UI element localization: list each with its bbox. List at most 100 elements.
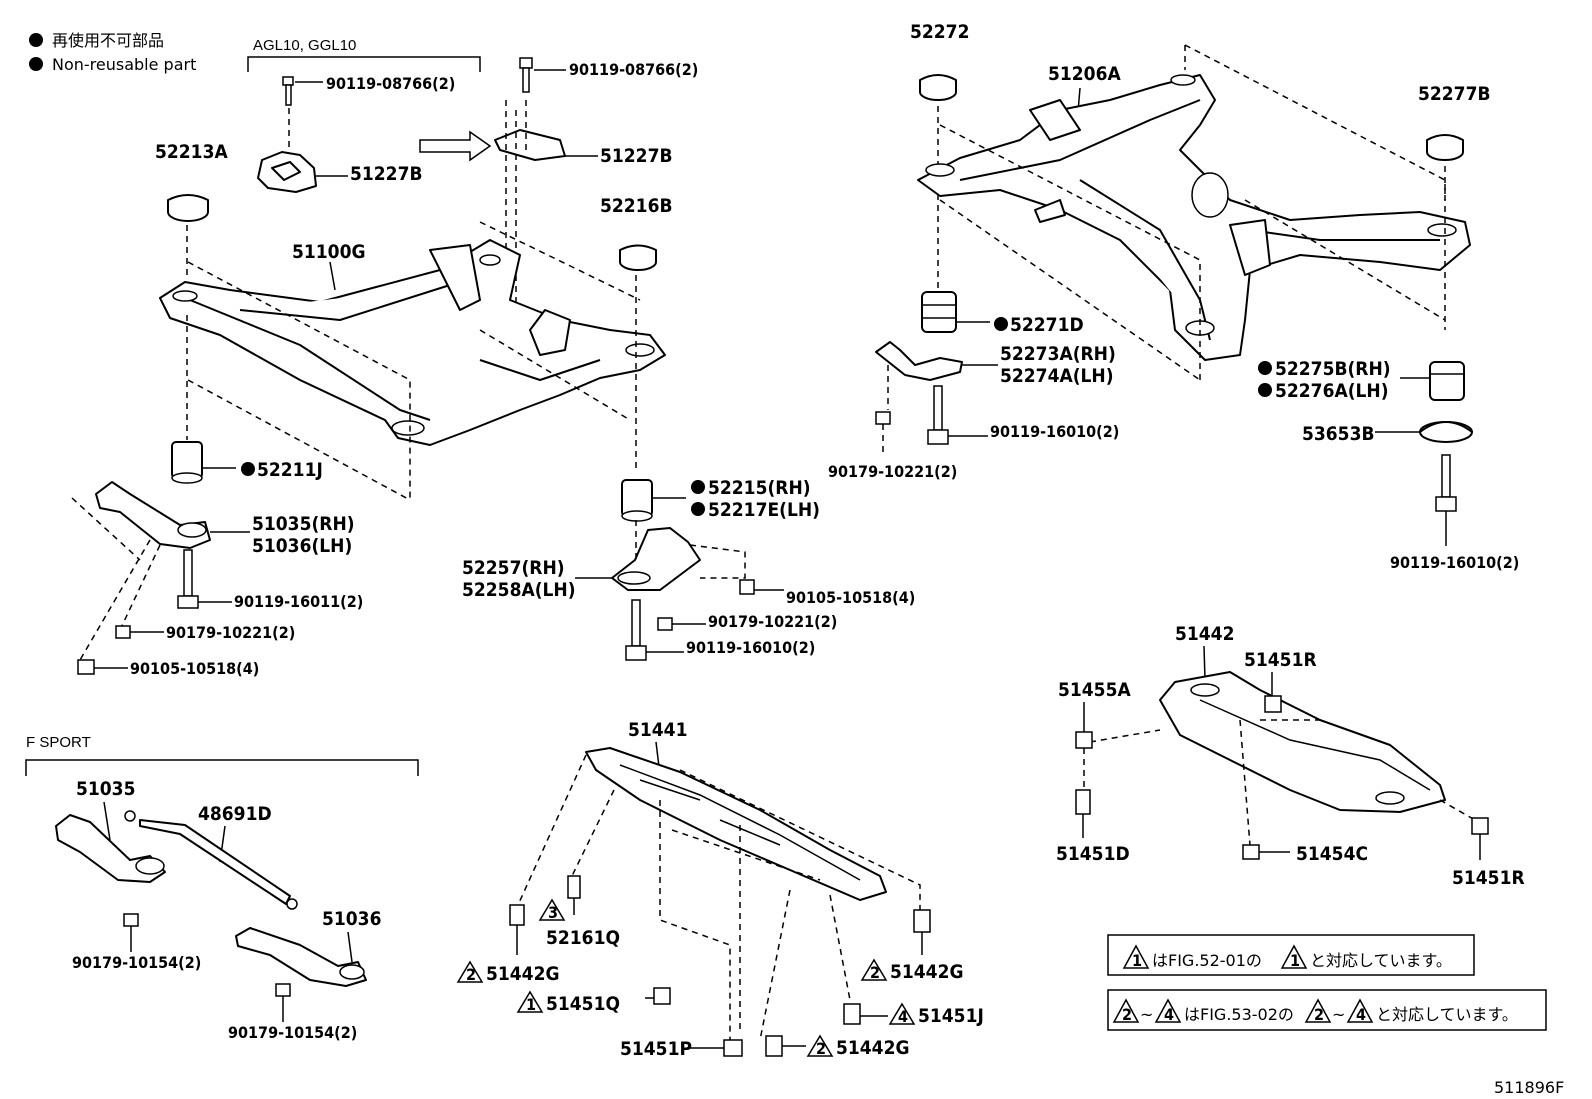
clip-icon [765,1035,783,1057]
label-51035: 51035 [76,778,135,800]
stopper-52273a-52274a [875,341,963,381]
tri-2a: 2 [466,965,476,984]
label-51451r-a: 51451R [1244,649,1317,671]
tri-2c: 2 [870,963,880,982]
triangle-icon [888,1002,916,1025]
label-90179-10221-c: 90179-10221(2) [828,462,957,481]
note2-tri-2a: 2 [1122,1005,1132,1024]
label-52216b: 52216B [600,195,673,217]
note1-end: と対応しています。 [1310,951,1452,970]
label-52273arh: 52273A(RH) [1000,343,1116,365]
strut-bar-48691d [124,810,298,910]
label-52215rh: 52215(RH) [708,477,811,499]
label-52277b: 52277B [1418,83,1491,105]
label-52276alh: 52276A(LH) [1275,380,1389,402]
label-51100g: 51100G [292,241,366,263]
clip-icon [1075,731,1093,749]
note2-tri-4a: 4 [1164,1005,1174,1024]
label-90179-10154-a: 90179-10154(2) [72,953,201,972]
label-90179-10221-a: 90179-10221(2) [166,623,295,642]
non-reusable-icon [1258,361,1272,375]
bolt-icon [1435,454,1457,512]
front-crossmember-51100g [159,239,666,446]
non-reusable-icon [1258,383,1272,397]
bolt-icon [77,659,95,675]
triangle-icon [806,1034,834,1057]
bolt-icon [927,385,949,445]
bolt-icon [843,1003,861,1025]
label-90105-10518-a: 90105-10518(4) [130,659,259,678]
label-51451d: 51451D [1056,843,1130,865]
triangle-icon [1122,944,1150,969]
label-90119-16010-c: 90119-16010(2) [1390,553,1519,572]
nut-icon [123,913,139,927]
label-51227b-b: 51227B [600,145,673,167]
label-52272: 52272 [910,21,969,43]
tri-2b: 2 [816,1039,826,1058]
label-53653b: 53653B [1302,423,1375,445]
label-51441: 51441 [628,719,687,741]
group-agl-label: AGL10, GGL10 [253,37,356,54]
label-90119-16010-b: 90119-16010(2) [990,422,1119,441]
bushing-cushion-icon [919,74,957,101]
triangle-icon [1304,998,1332,1023]
bolt-icon [282,76,294,106]
label-52275brh: 52275B(RH) [1275,358,1391,380]
bushing-cushion-icon [167,194,209,222]
note1-tri-1a: 1 [1132,951,1142,970]
note1-mid: はFIG.52-01の [1152,951,1262,970]
arrow-icon [419,130,492,162]
brace-51035 [55,814,166,883]
label-52217elh: 52217E(LH) [708,499,820,521]
label-90119-16011: 90119-16011(2) [234,592,363,611]
label-90119-08766-a: 90119-08766(2) [326,74,455,93]
nut-icon [657,617,673,631]
group-fsport-bracket [25,759,419,776]
non-reusable-icon [994,317,1008,331]
legend-jp: 再使用不可部品 [52,31,164,50]
group-agl-bracket [247,56,481,72]
bolt-icon [1471,817,1489,835]
clip-icon [567,875,581,899]
tri-1a: 1 [526,995,536,1014]
note2-end: と対応しています。 [1376,1005,1518,1024]
label-51442g-b: 51442G [836,1037,910,1059]
label-51035rh: 51035(RH) [252,513,355,535]
note2-tilde-a: ~ [1140,1005,1153,1024]
mount-bracket-51227b-left [257,151,317,193]
label-51036lh: 51036(LH) [252,535,352,557]
label-52211j: 52211J [257,459,323,481]
note2-tri-4b: 4 [1356,1005,1366,1024]
label-51451p: 51451P [620,1038,692,1060]
bolt-icon [723,1039,743,1057]
bolt-icon [177,549,199,609]
under-cover-51442 [1159,671,1446,813]
triangle-icon [1346,998,1374,1023]
clip-icon [509,904,525,926]
note2-tilde-b: ~ [1332,1005,1345,1024]
rear-crossmember-51206a [917,74,1471,361]
bolt-icon [653,987,671,1005]
bracket-52257-52258a [611,527,701,591]
stopper-53653b [1419,421,1473,443]
label-52258alh: 52258A(LH) [462,579,576,601]
bushing-cushion-icon [1426,134,1464,161]
label-90119-08766-b: 90119-08766(2) [569,60,698,79]
legend-bullet-icon [29,33,43,47]
note2-mid: はFIG.53-02の [1184,1005,1294,1024]
label-90119-16010-a: 90119-16010(2) [686,638,815,657]
bolt-icon [519,57,533,93]
label-51451j: 51451J [918,1005,984,1027]
triangle-icon [456,960,484,983]
bushing-icon [1429,361,1465,401]
non-reusable-icon [691,502,705,516]
tri-3: 3 [548,903,558,922]
label-52274alh: 52274A(LH) [1000,365,1114,387]
label-51451r-b: 51451R [1452,867,1525,889]
triangle-icon [1112,998,1140,1023]
triangle-icon [860,958,888,981]
non-reusable-icon [691,480,705,494]
bushing-cushion-icon [619,244,657,271]
triangle-icon [516,990,544,1013]
non-reusable-icon [241,462,255,476]
